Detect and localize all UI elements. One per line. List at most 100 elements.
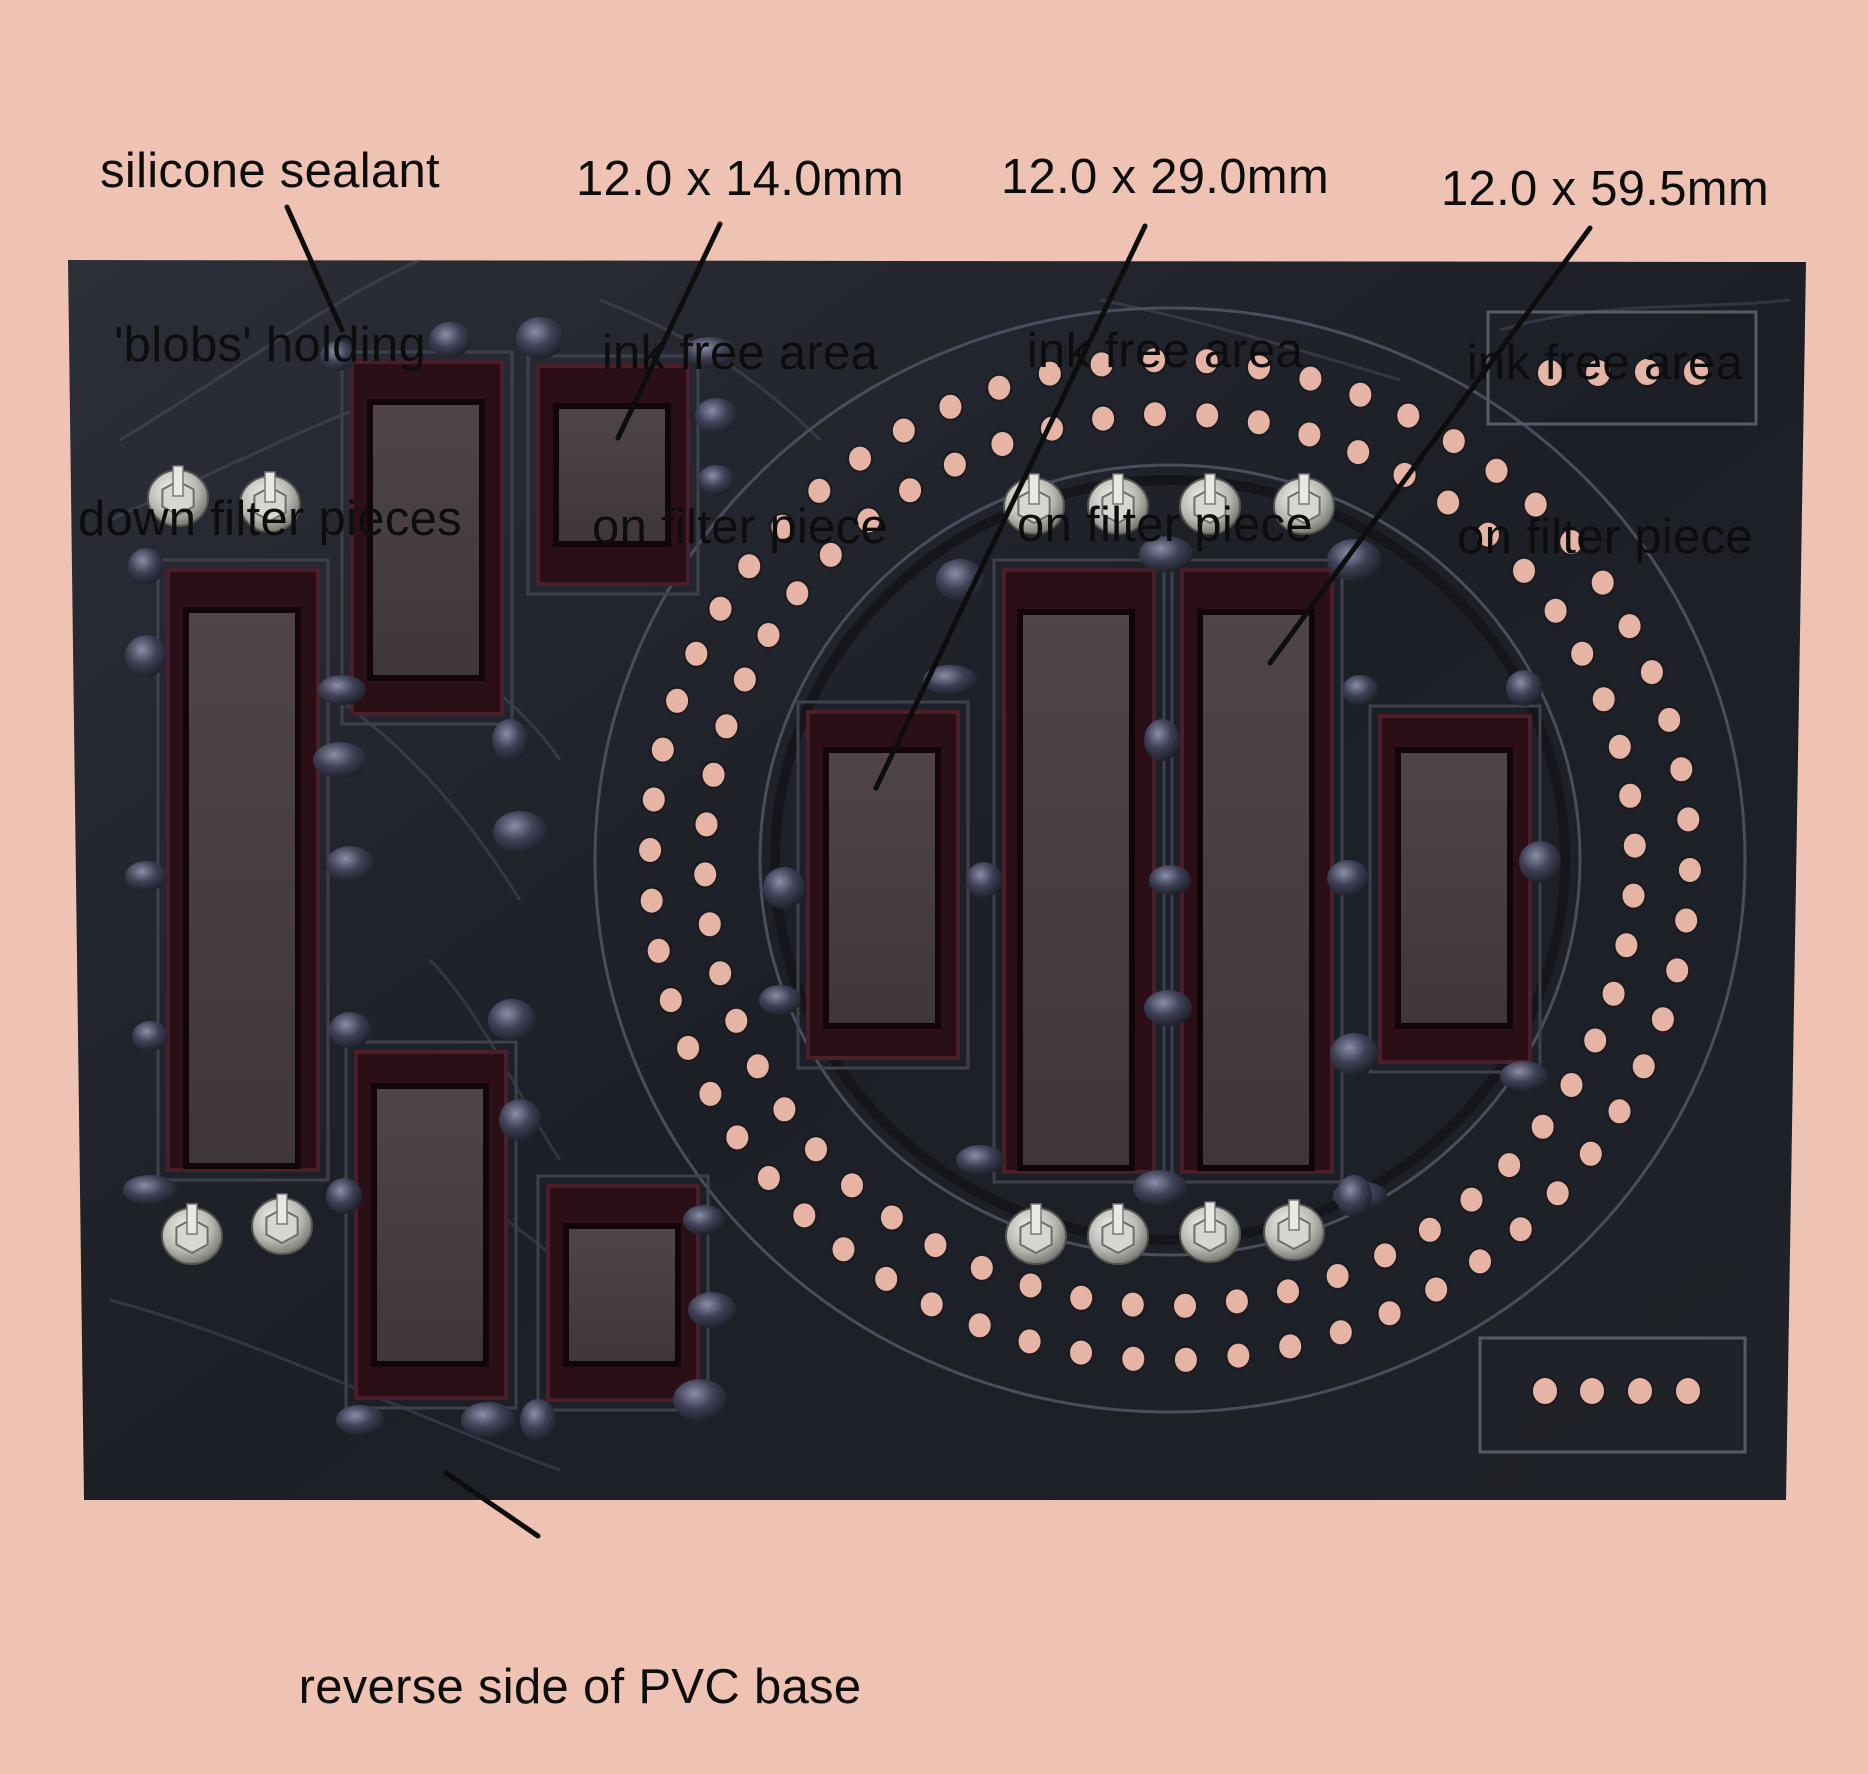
sealant-blob-icon (499, 1099, 541, 1141)
drilled-hole-icon (1435, 488, 1462, 517)
drilled-hole-icon (1558, 1071, 1585, 1099)
drilled-hole-icon (1475, 520, 1501, 549)
sealant-blob-icon (1330, 1033, 1378, 1075)
pointer-f595 (1267, 225, 1593, 666)
drilled-hole-icon (1246, 353, 1272, 382)
label-filter-14mm: 12.0 x 14.0mm ink free area on filter pi… (540, 34, 940, 614)
drilled-hole-icon (707, 959, 734, 988)
drilled-hole-icon (1676, 856, 1703, 884)
drilled-hole-icon (1297, 364, 1324, 393)
sealant-blobs (123, 317, 1561, 1441)
sealant-blob-icon (956, 1145, 1004, 1175)
drilled-hole-icon (1578, 1376, 1606, 1406)
drilled-hole-icon (1376, 1299, 1403, 1328)
drilled-hole-icon (806, 476, 833, 505)
drilled-hole-icon (873, 1264, 900, 1293)
filter-piece (796, 700, 970, 1070)
drilled-hole-icon (675, 1033, 702, 1062)
drilled-hole-icon (1536, 358, 1564, 388)
drilled-hole-icon (1617, 781, 1644, 810)
hex-nut-standoff-icon (1179, 1201, 1241, 1263)
sealant-blob-icon (1500, 1061, 1548, 1091)
drilled-hole-icon (1395, 401, 1422, 430)
sealant-blob-icon (673, 1379, 727, 1421)
drilled-hole-icon (1606, 732, 1633, 761)
drilled-hole-icon (918, 1290, 945, 1319)
drilled-hole-icon (755, 621, 782, 649)
label-line: on filter piece (1017, 498, 1313, 552)
filter-piece (992, 558, 1166, 1184)
drilled-hole-icon (941, 450, 968, 479)
drilled-hole-icon (847, 444, 873, 473)
outer-ring-edge (593, 306, 1747, 1414)
drilled-hole-icon (1372, 1241, 1399, 1270)
drilled-hole-icon (1141, 346, 1168, 375)
drilled-hole-icon (1630, 1052, 1657, 1081)
ink-free-window (371, 1083, 489, 1367)
ink-free-window (1395, 747, 1513, 1029)
drilled-hole-icon (1626, 1376, 1654, 1406)
pointer-f14 (615, 221, 723, 441)
pointer-f29 (873, 223, 1148, 791)
sealant-blob-icon (520, 1399, 556, 1441)
drilled-hole-icon (707, 594, 734, 623)
drilled-hole-icon (1496, 1151, 1523, 1180)
drilled-hole-icon (696, 910, 723, 939)
drilled-hole-icon (731, 665, 758, 694)
drilled-hole-icon (683, 639, 710, 668)
drilled-hole-icon (693, 810, 720, 839)
hex-nut-standoff-icon (1273, 473, 1335, 535)
drilled-hole-icon (723, 1006, 750, 1035)
label-filter-59-5mm: 12.0 x 59.5mm ink free area on filter pi… (1400, 44, 1810, 624)
sealant-blob-icon (923, 665, 977, 695)
filter-piece (526, 354, 700, 596)
drilled-hole-icon (769, 512, 796, 541)
label-line: on filter piece (592, 500, 888, 554)
drilled-hole-icon (664, 686, 691, 715)
drilled-hole-icon (1600, 979, 1627, 1008)
drilled-hole-icon (640, 785, 667, 814)
drilled-hole-icon (1017, 1271, 1044, 1300)
drilled-hole-icon (1483, 456, 1510, 485)
sealant-blob-icon (326, 846, 374, 882)
drilled-hole-icon (1649, 1005, 1676, 1034)
filter-piece (1170, 558, 1344, 1184)
label-line: 12.0 x 14.0mm (576, 152, 904, 206)
ink-free-window (553, 403, 671, 547)
ink-free-window (1017, 609, 1135, 1171)
hex-nut-standoff-icon (1087, 473, 1149, 535)
drilled-hole-icon (1507, 1215, 1534, 1244)
drilled-hole-icon (817, 540, 844, 569)
drilled-hole-icon (1223, 1287, 1250, 1316)
drilled-hole-icon (968, 1253, 995, 1282)
drilled-hole-icon (784, 579, 811, 608)
label-line: 'blobs' holding (114, 318, 426, 372)
sealant-blob-icon (132, 1021, 168, 1051)
drilled-hole-icon (986, 373, 1013, 402)
inner-ring-shadow (770, 475, 1570, 1245)
sealant-blob-icon (326, 1178, 362, 1214)
label-line: silicone sealant (100, 144, 440, 198)
drilled-hole-icon (839, 1171, 865, 1200)
sealant-blob-icon (695, 398, 737, 434)
drilled-hole-icon (1569, 639, 1596, 668)
drilled-hole-icon (1327, 1318, 1354, 1347)
sealant-blob-icon (125, 861, 167, 891)
drilled-hole-icon (1416, 1215, 1443, 1244)
label-line: 12.0 x 29.0mm (1001, 150, 1329, 204)
photo-scene (68, 204, 1806, 1539)
label-line: on filter piece (1457, 510, 1753, 564)
drilled-hole-icon (803, 1135, 829, 1164)
sealant-blob-icon (488, 999, 536, 1041)
drilled-hole-icon (1172, 1291, 1198, 1320)
drilled-hole-icon (1674, 1376, 1702, 1406)
drilled-hole-icon (1225, 1341, 1252, 1370)
drilled-hole-icon (1542, 596, 1569, 625)
sealant-blob-icon (429, 322, 471, 358)
hex-nut-standoff-icon (1263, 1199, 1325, 1261)
drilled-hole-icon (1522, 490, 1549, 519)
hex-nut-standoff-icon (251, 1193, 313, 1255)
drilled-hole-icon (1531, 1376, 1559, 1406)
drilled-hole-icon (1120, 1344, 1147, 1373)
hex-nut-standoff-icon (161, 1203, 223, 1265)
